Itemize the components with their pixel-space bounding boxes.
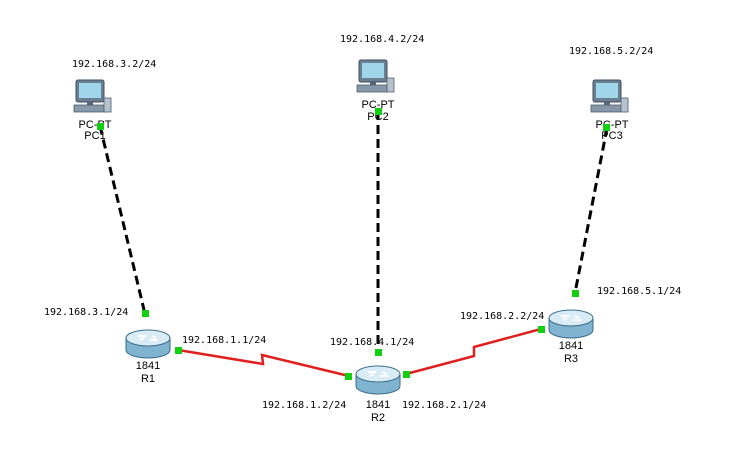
pc-icon bbox=[356, 59, 395, 93]
pc1-device[interactable]: PC-PT PC1 bbox=[73, 79, 112, 142]
pc2-model-label: PC-PT bbox=[362, 99, 395, 111]
pc1-name-label: PC1 bbox=[84, 130, 105, 142]
ip-label-r2-right: 192.168.2.1/24 bbox=[402, 400, 486, 411]
pc-icon bbox=[590, 79, 629, 113]
ip-label-r2-lan: 192.168.4.1/24 bbox=[330, 337, 414, 348]
ip-label-r1-wan: 192.168.1.1/24 bbox=[182, 335, 266, 346]
pc3-name-label: PC3 bbox=[601, 130, 622, 142]
pc3-device[interactable]: PC-PT PC3 bbox=[590, 79, 629, 142]
router-icon bbox=[125, 329, 171, 359]
r3-name-label: R3 bbox=[564, 353, 578, 365]
r1-model-label: 1841 bbox=[136, 360, 160, 372]
r3-model-label: 1841 bbox=[559, 340, 583, 352]
ip-label-pc1: 192.168.3.2/24 bbox=[72, 59, 156, 70]
ip-label-r1-lan: 192.168.3.1/24 bbox=[44, 307, 128, 318]
port-dot bbox=[97, 123, 104, 130]
ip-label-pc3: 192.168.5.2/24 bbox=[569, 46, 653, 57]
r1-name-label: R1 bbox=[141, 373, 155, 385]
port-indicators bbox=[97, 108, 610, 380]
r3-device[interactable]: 1841 R3 bbox=[548, 309, 594, 365]
r1-device[interactable]: 1841 R1 bbox=[125, 329, 171, 385]
port-dot bbox=[603, 124, 610, 131]
router-icon bbox=[355, 365, 401, 395]
ip-label-r3-wan: 192.168.2.2/24 bbox=[460, 311, 544, 322]
ip-label-r2-left: 192.168.1.2/24 bbox=[262, 400, 346, 411]
pc2-name-label: PC2 bbox=[367, 111, 388, 123]
port-dot bbox=[403, 371, 410, 378]
ip-labels: 192.168.3.2/24 192.168.4.2/24 192.168.5.… bbox=[44, 34, 681, 411]
serial-link-r2-r3[interactable] bbox=[405, 327, 542, 376]
pc-icon bbox=[73, 79, 112, 113]
r2-device[interactable]: 1841 R2 bbox=[355, 365, 401, 424]
port-dot bbox=[538, 326, 545, 333]
router-icon bbox=[548, 309, 594, 339]
port-dot bbox=[345, 373, 352, 380]
ethernet-link-pc1-r1[interactable] bbox=[98, 125, 147, 315]
port-dot bbox=[175, 347, 182, 354]
ethernet-link-pc3-r3[interactable] bbox=[573, 127, 609, 294]
r2-model-label: 1841 bbox=[366, 399, 390, 411]
port-dot bbox=[375, 108, 382, 115]
port-dot bbox=[572, 290, 579, 297]
links-layer bbox=[98, 111, 609, 378]
pc2-device[interactable]: PC-PT PC2 bbox=[356, 59, 395, 123]
port-dot bbox=[375, 349, 382, 356]
ip-label-pc2: 192.168.4.2/24 bbox=[340, 34, 424, 45]
port-dot bbox=[142, 310, 149, 317]
serial-link-r1-r2[interactable] bbox=[177, 348, 350, 378]
r2-name-label: R2 bbox=[371, 412, 385, 424]
ip-label-r3-lan: 192.168.5.1/24 bbox=[597, 286, 681, 297]
